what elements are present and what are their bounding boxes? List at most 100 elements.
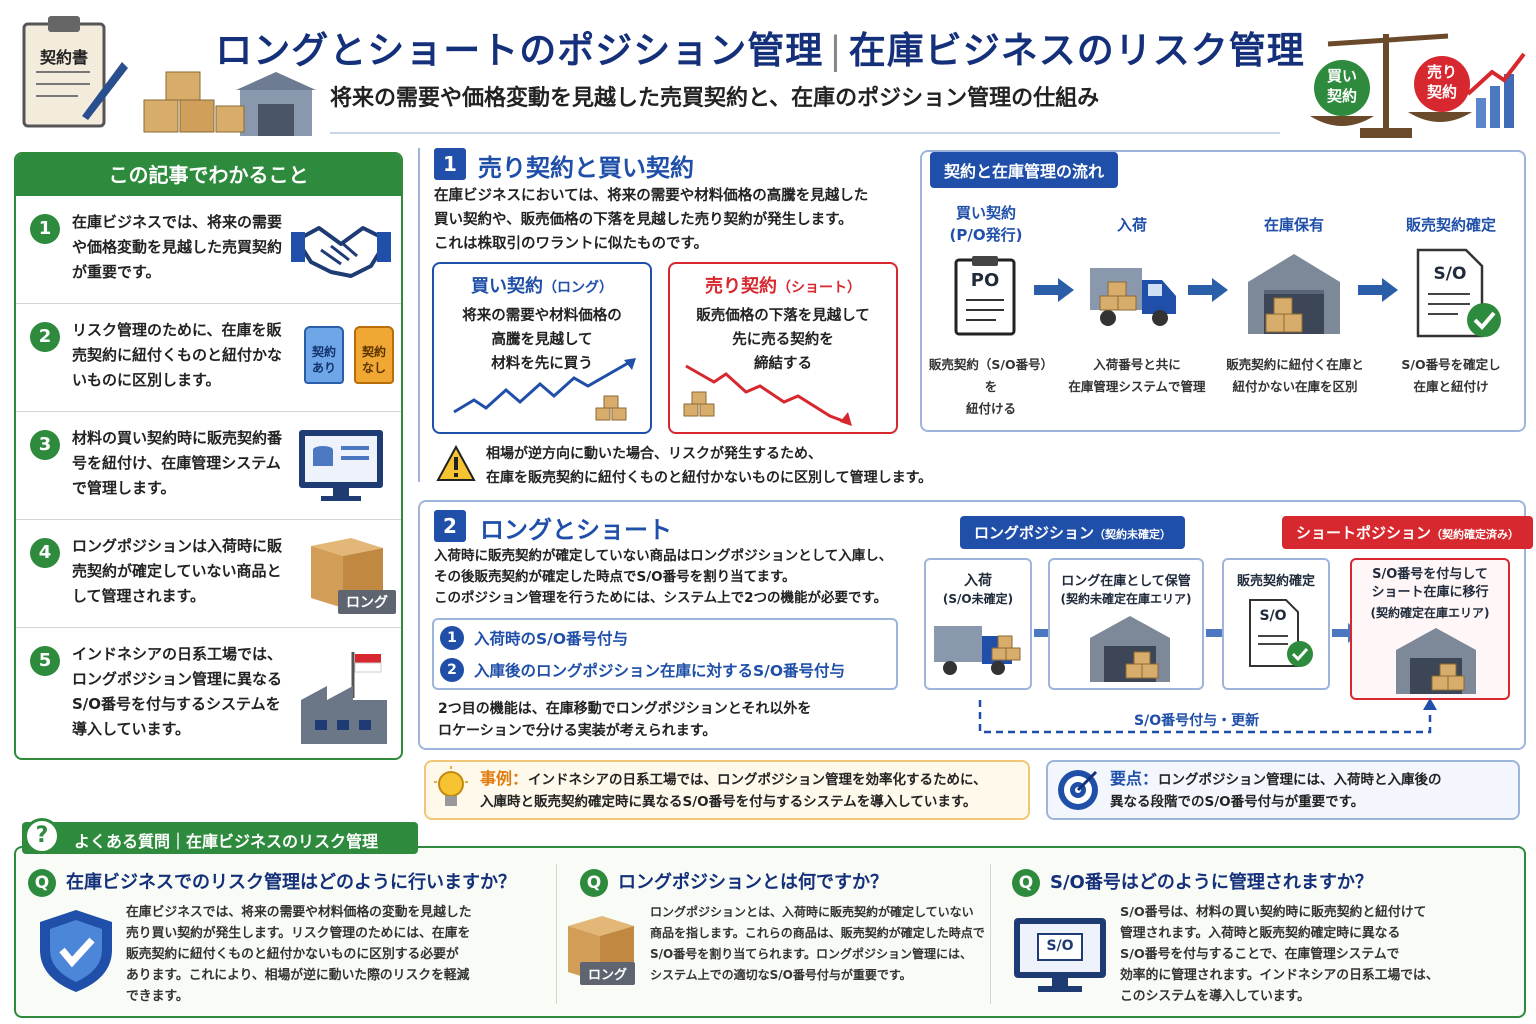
- receiving-title: 入荷: [964, 573, 992, 589]
- monitor-so-icon: [1010, 914, 1110, 996]
- function-item: 2 入庫後のロングポジション在庫に対するS/O番号付与: [440, 658, 845, 682]
- dashed-flow-arrow: [970, 698, 1440, 738]
- shield-check-icon: [36, 908, 116, 994]
- warning-icon: [436, 444, 476, 484]
- sell-contract-title: 売り契約（ショート）: [705, 276, 861, 297]
- faq-panel: [14, 846, 1526, 1018]
- example-box: [424, 760, 1030, 820]
- warehouse-icon: [1244, 250, 1344, 338]
- flow-step-label: 入荷: [1116, 216, 1147, 234]
- receiving-card: [924, 558, 1032, 690]
- po-icon-text: PO: [970, 270, 1000, 291]
- flow-step-label: 販売契約確定: [1405, 216, 1496, 234]
- summary-item: 1 在庫ビジネスでは、将来の需要や価格変動を見越した売買契約が重要です。: [16, 196, 401, 304]
- faq-divider: [990, 864, 991, 1004]
- so-icon-text: S/O: [1259, 608, 1287, 624]
- summary-heading: この記事でわかること: [16, 154, 401, 196]
- dashed-flow-label: S/O番号付与・更新: [1128, 710, 1266, 730]
- summary-text: 在庫ビジネスでは、将来の需要や価格変動を見越した売買契約が重要です。: [72, 213, 283, 281]
- receiving-sub: (S/O未確定): [942, 592, 1014, 606]
- short-position-pill: ショートポジション（契約確定済み）: [1282, 516, 1534, 549]
- function-item: 1 入荷時のS/O番号付与: [440, 626, 628, 650]
- section-2-body: 入荷時に販売契約が確定していない商品はロングポジションとして入庫し、その後販売契…: [434, 548, 893, 606]
- sales-order-check-icon: [1414, 248, 1504, 340]
- flow-step-desc: 販売契約（S/O番号）を 紐付ける: [928, 357, 1054, 416]
- clipboard-icon: [18, 14, 128, 132]
- question-icon: ?: [24, 818, 60, 854]
- function-number: 2: [440, 658, 464, 682]
- function-number: 1: [440, 626, 464, 650]
- summary-item: 5 インドネシアの日系工場では、ロングポジション管理に異なるS/O番号を付与する…: [16, 628, 401, 758]
- function-text: 入庫後のロングポジション在庫に対するS/O番号付与: [474, 662, 846, 680]
- summary-panel: この記事でわかること 1 在庫ビジネスでは、将来の需要や価格変動を見越した売買契…: [14, 152, 403, 760]
- monitor-database-icon: [291, 426, 391, 506]
- so-icon-text: S/O: [1433, 264, 1467, 284]
- faq-answer: ロングポジションとは、入荷時に販売契約が確定していない商品を指します。これらの商…: [650, 905, 985, 982]
- scale-left-label: 買い 契約: [1326, 67, 1357, 105]
- flow-step-desc: 入荷番号と共に 在庫管理システムで管理: [1068, 357, 1206, 394]
- long-position-pill: ロングポジション（契約未確定）: [960, 516, 1186, 549]
- section-2-number: 2: [434, 510, 466, 542]
- example-text: 事例：インドネシアの日系工場では、ロングポジション管理を効率化するために、 入庫…: [480, 769, 987, 810]
- section-1-divider: [418, 148, 420, 482]
- header-divider: [330, 132, 1280, 134]
- boxes-warehouse-illustration: [140, 66, 320, 142]
- keypoint-label: 要点：: [1110, 769, 1159, 788]
- truck-icon: [932, 620, 1024, 680]
- summary-number: 1: [30, 214, 60, 244]
- flow-step-label: 買い契約 (P/O発行): [949, 204, 1023, 244]
- section-2-note: 2つ目の機能は、在庫移動でロングポジションとそれ以外をロケーションで分ける実装が…: [438, 701, 812, 739]
- sell-contract-text: 販売価格の下落を見越して先に売る契約を締結する: [696, 308, 870, 372]
- long-storage-sub: (契約未確定在庫エリア): [1060, 592, 1192, 606]
- faq-answer: 在庫ビジネスでは、将来の需要や材料価格の変動を見越した売り買い契約が発生します。…: [126, 905, 472, 1004]
- tag-contract-yes-label: 契約あり: [311, 345, 336, 375]
- keypoint-text: 要点：ロングポジション管理には、入荷時と入庫後の 異なる段階でのS/O番号付与が…: [1110, 769, 1442, 810]
- flow-step-desc: 販売契約に紐付く在庫と 紐付かない在庫を区別: [1226, 357, 1364, 394]
- target-icon: [1056, 768, 1100, 812]
- uptrend-chart-icon: [450, 356, 644, 426]
- summary-number: 5: [30, 646, 60, 676]
- functions-box: [432, 618, 898, 690]
- scale-icon: [1308, 24, 1528, 142]
- tag-contract-yes: [304, 326, 344, 384]
- box-label: ロング: [580, 962, 636, 985]
- summary-number: 4: [30, 538, 60, 568]
- arrow-right-icon: [1358, 276, 1398, 304]
- sales-order-check-icon: [1246, 598, 1316, 670]
- faq-heading: よくある質問｜在庫ビジネスのリスク管理: [74, 832, 379, 851]
- keypoint-box: [1046, 760, 1520, 820]
- summary-text: ロングポジションは入荷時に販売契約が確定していない商品として管理されます。: [72, 537, 283, 605]
- purchase-order-icon: [952, 254, 1018, 338]
- arrow-right-icon: [1034, 276, 1074, 304]
- summary-text: インドネシアの日系工場では、ロングポジション管理に異なるS/O番号を付与するシス…: [72, 645, 283, 738]
- so-icon-text: S/O: [1046, 938, 1074, 954]
- sales-confirm-title: 販売契約確定: [1236, 574, 1315, 589]
- scale-right-label: 売り 契約: [1426, 63, 1457, 101]
- box-label: ロング: [338, 590, 396, 614]
- flow-step-desc: S/O番号を確定し 在庫と紐付け: [1401, 357, 1501, 394]
- buy-contract-text: 将来の需要や材料価格の高騰を見越して材料を先に買う: [462, 308, 622, 372]
- function-text: 入荷時のS/O番号付与: [474, 630, 629, 648]
- faq-answer: S/O番号は、材料の買い契約時に販売契約と紐付けて管理されます。入荷時と販売契約…: [1120, 905, 1439, 1004]
- example-label: 事例：: [480, 769, 529, 788]
- section-2-title: ロングとショート: [480, 516, 672, 544]
- warehouse-icon: [1392, 624, 1482, 696]
- warehouse-icon: [1086, 612, 1176, 684]
- handshake-icon: [291, 210, 391, 290]
- downtrend-chart-icon: [680, 360, 880, 428]
- page-subtitle: 将来の需要や価格変動を見越した売買契約と、在庫のポジション管理の仕組み: [330, 86, 1100, 111]
- short-stock-title: S/O番号を付与して ショート在庫に移行: [1371, 567, 1489, 600]
- short-stock-sub: (契約確定在庫エリア): [1370, 606, 1490, 620]
- warning-text: 相場が逆方向に動いた場合、リスクが発生するため、在庫を販売契約に紐付くものと紐付…: [486, 446, 933, 486]
- summary-item: 4 ロングポジションは入荷時に販売契約が確定していない商品として管理されます。 …: [16, 520, 401, 628]
- clipboard-label: 契約書: [40, 48, 89, 67]
- long-storage-title: ロング在庫として保管: [1061, 574, 1191, 589]
- summary-item: 2 リスク管理のために、在庫を販売契約に紐付くものと紐付かないものに区別します。…: [16, 304, 401, 412]
- summary-text: 材料の買い契約時に販売契約番号を紐付け、在庫管理システムで管理します。: [72, 429, 283, 497]
- summary-text: リスク管理のために、在庫を販売契約に紐付くものと紐付かないものに区別します。: [72, 321, 283, 389]
